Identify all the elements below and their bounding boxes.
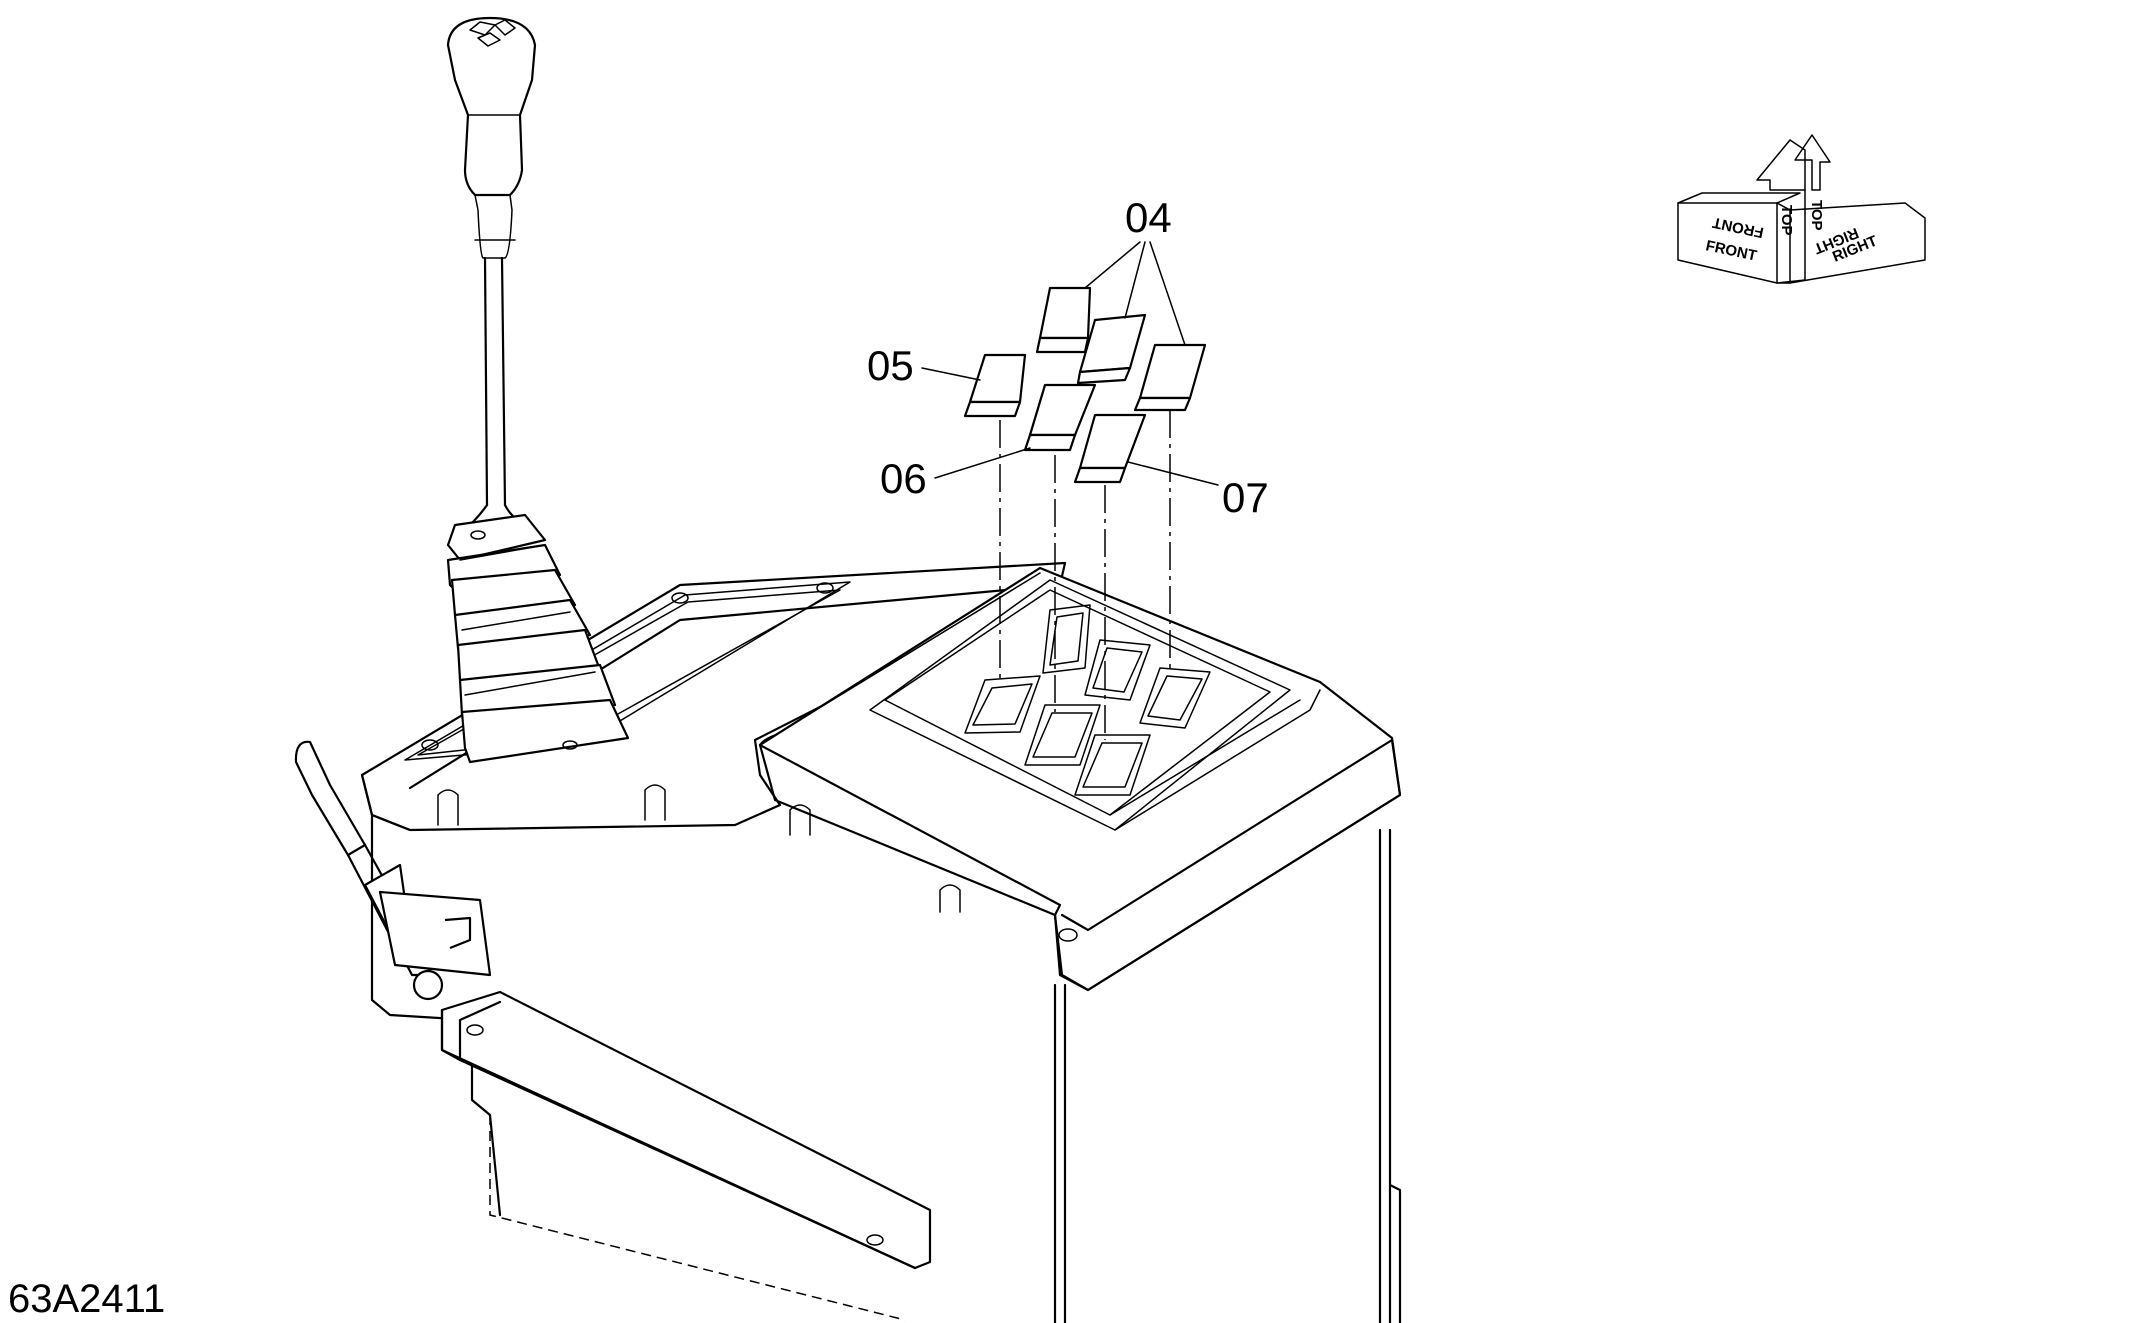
front-label: FRONT (1704, 237, 1758, 264)
console-body (370, 813, 1402, 1323)
switch-06 (1023, 383, 1097, 452)
front-label-mirrored: FRONT (1711, 214, 1765, 241)
switch-07 (1073, 413, 1147, 484)
callout-07-label: 07 (1222, 474, 1269, 521)
callout-07: 07 (1127, 461, 1269, 521)
top-label-2: TOP (1808, 200, 1825, 231)
orientation-indicator: FRONT FRONT TOP TOP RIGHT RIGHT (1677, 134, 1926, 284)
callout-04: 04 (1084, 194, 1186, 346)
switch-05 (963, 353, 1027, 418)
switch-04c (1133, 343, 1207, 412)
callout-05: 05 (867, 342, 981, 389)
switch-04a (1035, 286, 1092, 354)
callout-05-label: 05 (867, 342, 914, 389)
drawing-code: 63A2411 (8, 1277, 165, 1321)
callout-06-label: 06 (880, 455, 927, 502)
parking-lever (294, 740, 932, 1270)
callout-04-label: 04 (1125, 194, 1172, 241)
shift-lever (446, 16, 630, 764)
assembly-center-lines (999, 410, 1171, 740)
bellows-boot (446, 513, 630, 764)
callout-06: 06 (880, 447, 1031, 502)
switch-04b (1076, 313, 1147, 385)
top-label: TOP (1778, 205, 1795, 236)
switch-panel (758, 566, 1402, 992)
